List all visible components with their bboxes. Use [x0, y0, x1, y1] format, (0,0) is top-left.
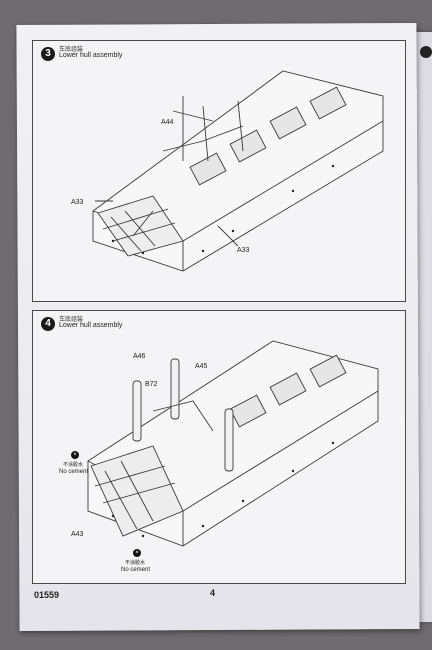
step-4-hull-drawing: [87, 340, 379, 547]
step-4-title-cn: 车底组装: [59, 317, 84, 323]
kit-number: 01559: [34, 590, 60, 600]
no-cement-label-en: No cement: [59, 469, 89, 475]
step-3-panel: 3 车底组装 Lower hull assembly: [32, 40, 406, 302]
step-4-title-en: Lower hull assembly: [59, 322, 123, 329]
step-3-badge: 3: [41, 47, 55, 61]
callout-a44: A44: [161, 119, 174, 126]
step-3-title-en: Lower hull assembly: [59, 52, 123, 59]
step-4-panel: 4 车底组装 Lower hull assembly: [32, 310, 406, 584]
step-4-badge: 4: [41, 317, 55, 331]
callout-a46: A46: [133, 353, 146, 360]
no-cement-icon: ×: [71, 451, 79, 459]
page-number: 4: [210, 588, 216, 598]
next-page-step-badge: [420, 46, 432, 58]
no-cement-label-en: No cement: [121, 567, 151, 573]
callout-b72: B72: [145, 381, 158, 388]
step-3-hull-drawing: [92, 70, 384, 272]
no-cement-icon: ×: [133, 549, 141, 557]
callout-a45: A45: [195, 363, 208, 370]
callout-a33-bottom: A33: [237, 247, 250, 254]
step-3-title-cn: 车底组装: [59, 47, 84, 53]
callout-a33-left: A33: [71, 199, 84, 206]
no-cement-label-cn: 不涂胶水: [63, 462, 84, 468]
no-cement-label-cn: 不涂胶水: [125, 560, 146, 566]
callout-a43: A43: [71, 531, 84, 538]
